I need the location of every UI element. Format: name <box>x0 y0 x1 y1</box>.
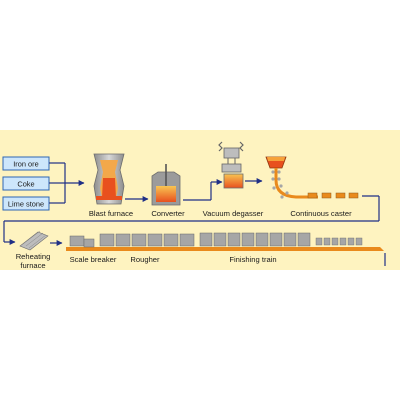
label-scale-breaker: Scale breaker <box>70 255 117 264</box>
flow-loop-to-reheating-furnace <box>3 195 380 245</box>
converter-icon <box>151 164 181 206</box>
blast-furnace-icon <box>93 153 125 205</box>
label-converter: Converter <box>151 209 185 218</box>
reheating-furnace-icon <box>19 230 49 251</box>
vacuum-degasser-icon <box>218 141 244 189</box>
rougher-icon <box>99 233 195 247</box>
input-box-iron-ore: Iron ore <box>2 156 50 171</box>
finishing-train-icon <box>199 232 311 247</box>
scale-breaker-icon <box>69 235 95 248</box>
label-finishing-train: Finishing train <box>229 255 276 264</box>
input-label-lime-stone: Lime stone <box>8 200 44 209</box>
label-rougher: Rougher <box>130 255 160 264</box>
input-connectors <box>49 162 85 204</box>
input-box-lime-stone: Lime stone <box>2 196 50 211</box>
input-label-coke: Coke <box>17 180 34 189</box>
label-vacuum-degasser: Vacuum degasser <box>203 209 264 218</box>
input-box-coke: Coke <box>2 176 50 191</box>
flow-arrow-to-degasser <box>183 179 223 201</box>
rolling-mill-line <box>66 232 384 251</box>
label-blast-furnace: Blast furnace <box>89 209 133 218</box>
label-reheating-furnace-line1: Reheating <box>16 252 51 261</box>
continuous-caster-icon <box>265 156 359 199</box>
label-continuous-caster: Continuous caster <box>290 209 352 218</box>
runout-table-icon <box>315 237 363 246</box>
label-reheating-furnace-line2: furnace <box>20 261 45 270</box>
input-label-iron-ore: Iron ore <box>13 160 38 169</box>
